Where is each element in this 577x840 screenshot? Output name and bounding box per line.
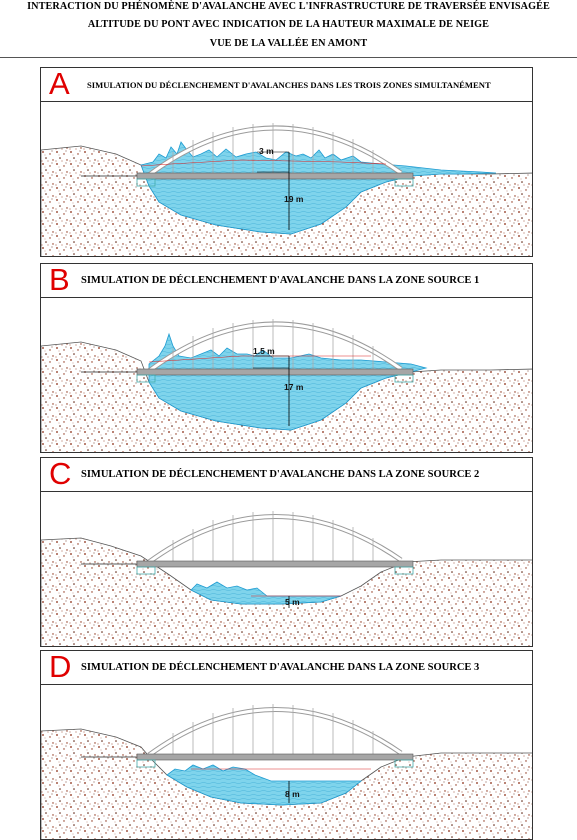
snow-depth-label: 19 m <box>284 194 304 204</box>
panel-letter: D <box>49 650 72 684</box>
header-subtitle: ALTITUDE DU PONT AVEC INDICATION DE LA H… <box>87 19 490 30</box>
panel-title-bar: B SIMULATION DE DÉCLENCHEMENT D'AVALANCH… <box>41 264 532 298</box>
bridge-deck <box>136 172 414 180</box>
hangers <box>172 319 374 370</box>
abutment-left <box>136 374 156 383</box>
abutment-left <box>136 759 156 768</box>
cross-section-c: 5 m <box>41 511 532 646</box>
panel-letter: A <box>49 67 70 101</box>
abutment-left <box>136 178 156 187</box>
abutment-left <box>136 566 156 575</box>
panel-title: SIMULATION DE DÉCLENCHEMENT D'AVALANCHE … <box>81 275 480 286</box>
panel-title-bar: D SIMULATION DE DÉCLENCHEMENT D'AVALANCH… <box>41 651 532 685</box>
panel-title: SIMULATION DU DÉCLENCHEMENT D'AVALANCHES… <box>87 80 491 90</box>
abutment-right <box>394 566 414 575</box>
snow-deposit <box>166 764 363 806</box>
panel-letter: B <box>49 263 70 297</box>
header-rule <box>0 57 577 58</box>
panel-b: B SIMULATION DE DÉCLENCHEMENT D'AVALANCH… <box>40 263 533 453</box>
header-title: INTERACTION DU PHÉNOMÈNE D'AVALANCHE AVE… <box>27 1 550 12</box>
abutment-right <box>394 178 414 187</box>
snow-above-deck-label: 1.5 m <box>253 346 275 356</box>
panel-d: D SIMULATION DE DÉCLENCHEMENT D'AVALANCH… <box>40 650 533 840</box>
cross-section-d: 8 m <box>41 704 532 839</box>
snow-depth-label: 8 m <box>285 789 300 799</box>
panel-title-bar: C SIMULATION DE DÉCLENCHEMENT D'AVALANCH… <box>41 458 532 492</box>
bridge-deck <box>136 753 414 761</box>
snow-deposit <box>190 581 342 605</box>
snow-above-deck-label: 3 m <box>259 146 274 156</box>
panel-letter: C <box>49 457 72 491</box>
hangers <box>172 123 374 174</box>
cross-section-b: 1.5 m 17 m <box>41 319 532 452</box>
abutment-right <box>394 759 414 768</box>
snow-deposit <box>140 141 497 235</box>
snow-depth-label: 17 m <box>284 382 304 392</box>
panel-title: SIMULATION DE DÉCLENCHEMENT D'AVALANCHE … <box>81 662 480 673</box>
panel-c: C SIMULATION DE DÉCLENCHEMENT D'AVALANCH… <box>40 457 533 647</box>
panel-title-bar: A SIMULATION DU DÉCLENCHEMENT D'AVALANCH… <box>41 68 532 102</box>
terrain <box>41 537 532 646</box>
hangers <box>172 511 374 562</box>
header-view: VUE DE LA VALLÉE EN AMONT <box>209 38 368 49</box>
snow-depth-label: 5 m <box>285 597 300 607</box>
panel-a: A SIMULATION DU DÉCLENCHEMENT D'AVALANCH… <box>40 67 533 257</box>
abutment-right <box>394 374 414 383</box>
bridge-deck <box>136 368 414 376</box>
hangers <box>172 704 374 755</box>
panel-title: SIMULATION DE DÉCLENCHEMENT D'AVALANCHE … <box>81 469 480 480</box>
bridge-deck <box>136 560 414 568</box>
cross-section-a: 3 m 19 m <box>41 123 532 256</box>
